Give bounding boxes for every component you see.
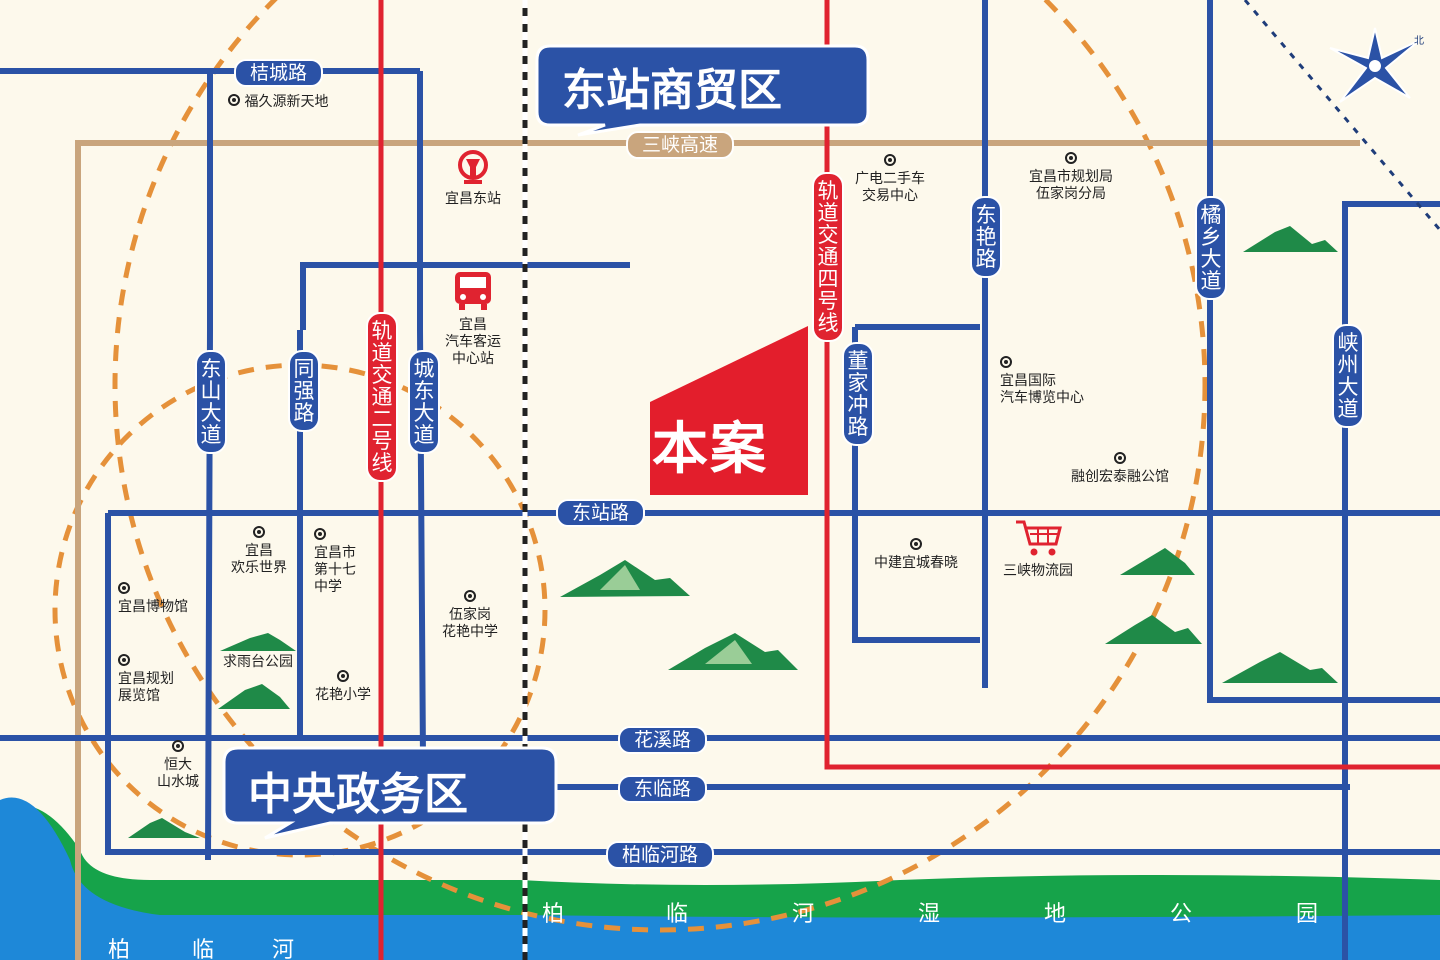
road-label-sanxia-expressway: 三峡高速 [626, 131, 735, 159]
poi-zhongjian: 中建宜城春晓 [864, 538, 968, 572]
central-gov-zone-shape [222, 746, 558, 840]
mountain-decorations [128, 226, 1338, 838]
road-label-dongjiachong: 董家冲路 [842, 342, 874, 446]
road-label-xiazhou: 峡州大道 [1332, 324, 1364, 428]
poi-label: 花艳小学 [315, 687, 371, 703]
bailin-river [0, 797, 1440, 960]
poi-label: 宜昌东站 [445, 191, 501, 207]
poi-label: 三峡物流园 [1003, 563, 1073, 579]
poi-label: 宜昌市规划局 伍家岗分局 [1029, 169, 1113, 202]
poi-rongchuang: 融创宏泰融公馆 [1060, 452, 1180, 486]
road-label-juxiang: 橘乡大道 [1195, 196, 1227, 300]
road-label-dongshan: 东山大道 [195, 350, 227, 454]
zone-central-gov-label: 中央政务区 [248, 769, 468, 820]
poi-school17: 宜昌市 第十七 中学 [314, 528, 356, 596]
bus-icon [455, 272, 491, 310]
compass-icon: 北 [1320, 20, 1430, 110]
location-pin-icon [253, 526, 265, 538]
road-label-donglin: 东临路 [618, 775, 708, 803]
poi-fun-world: 宜昌 欢乐世界 [222, 526, 296, 577]
poi-label: 宜昌 汽车客运 中心站 [445, 317, 501, 367]
location-pin-icon [464, 590, 476, 602]
wetland-label-char: 园 [1296, 902, 1319, 927]
poi-bus-center: 宜昌 汽车客运 中心站 [436, 270, 510, 368]
poi-label: 中建宜城春晓 [874, 555, 958, 571]
railway-station-icon [458, 150, 488, 184]
poi-planning-hall: 宜昌规划 展览馆 [118, 654, 174, 705]
location-pin-icon [118, 654, 130, 666]
road-label-jucheng: 桔城路 [234, 59, 324, 87]
road-label-dongyan: 东艳路 [970, 196, 1002, 278]
poi-label: 求雨台公园 [223, 654, 293, 670]
road-label-metro2: 轨道交通二号线 [366, 312, 398, 482]
wetland-label-char: 公 [1170, 902, 1193, 927]
wetland-label-char: 地 [1044, 902, 1067, 927]
location-pin-icon [884, 154, 896, 166]
location-pin-icon [1000, 356, 1012, 368]
location-pin-icon [172, 740, 184, 752]
location-pin-icon [910, 538, 922, 550]
road-label-chengdong: 城东大道 [408, 350, 440, 454]
poi-label: 融创宏泰融公馆 [1071, 469, 1169, 485]
wetland-label-char: 湿 [918, 902, 941, 927]
shopping-cart-icon [1016, 520, 1062, 556]
poi-huayan-middle: 伍家岗 花艳中学 [434, 590, 506, 641]
road-label-tongqiang: 同强路 [288, 350, 320, 432]
poi-label: 宜昌博物馆 [118, 599, 188, 615]
poi-label: 宜昌 欢乐世界 [231, 543, 287, 576]
project-label: 本案 [652, 417, 768, 482]
road-label-metro4: 轨道交通四号线 [812, 172, 844, 342]
poi-label: 宜昌规划 展览馆 [118, 671, 174, 704]
sanxia-expressway [75, 140, 1360, 960]
poi-planning-bureau: 宜昌市规划局 伍家岗分局 [1016, 152, 1126, 203]
zone-east-station-label: 东站商贸区 [562, 65, 782, 116]
location-pin-icon [337, 670, 349, 682]
river-label-char: 柏 [108, 938, 131, 960]
poi-fujiuyuan: 福久源新天地 [228, 94, 328, 111]
location-pin-icon [118, 582, 130, 594]
poi-logistics: 三峡物流园 [996, 518, 1080, 580]
poi-hengda: 恒大 山水城 [146, 740, 210, 791]
poi-label: 福久源新天地 [244, 94, 329, 110]
wetland-label-char: 临 [666, 902, 689, 927]
road-label-huaxi: 花溪路 [618, 726, 708, 754]
project-site [650, 326, 808, 495]
poi-guangdian: 广电二手车 交易中心 [844, 154, 936, 205]
location-pin-icon [1114, 452, 1126, 464]
poi-museum: 宜昌博物馆 [118, 582, 188, 616]
road-label-bailinhe: 柏临河路 [606, 841, 715, 869]
poi-label: 伍家岗 花艳中学 [442, 607, 498, 640]
river-label-char: 河 [272, 938, 295, 960]
location-pin-icon [228, 94, 240, 106]
location-pin-icon [314, 528, 326, 540]
poi-qiuyutai: 求雨台公园 [216, 654, 300, 671]
poi-yichang-east-station: 宜昌东站 [436, 150, 510, 208]
location-pin-icon [1065, 152, 1077, 164]
poi-label: 宜昌国际 汽车博览中心 [1000, 373, 1084, 406]
poi-auto-expo: 宜昌国际 汽车博览中心 [1000, 356, 1084, 407]
wetland-label-char: 河 [792, 902, 815, 927]
compass-north-label: 北 [1414, 36, 1424, 47]
poi-label: 恒大 山水城 [157, 757, 199, 790]
road-label-dongzhan: 东站路 [556, 499, 646, 527]
east-station-zone-shape [535, 44, 870, 137]
poi-huayan-primary: 花艳小学 [306, 670, 380, 704]
wetland-label-char: 柏 [542, 902, 565, 927]
river-label-char: 临 [192, 938, 215, 960]
poi-label: 广电二手车 交易中心 [855, 171, 925, 204]
poi-label: 宜昌市 第十七 中学 [314, 545, 356, 595]
